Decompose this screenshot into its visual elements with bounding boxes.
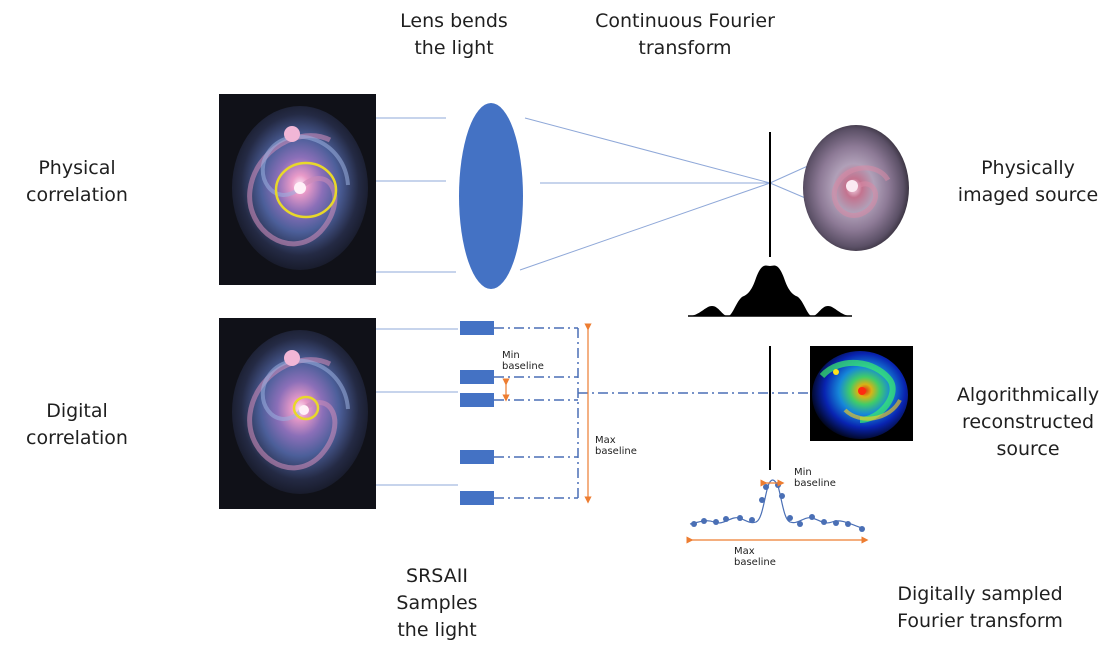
label-physically-imaged: Physically imaged source [944,155,1112,209]
label-srsaii-line3: the light [397,619,477,641]
annotation-max-baseline-left-line1: Max [595,435,616,446]
label-digital-ft-line2: Fourier transform [897,610,1063,632]
annotation-min-baseline-left: Min baseline [502,350,544,372]
lens-shape [459,103,523,289]
light-rays [376,117,811,273]
label-continuous-ft-line2: transform [638,37,732,59]
annotation-max-baseline-right: Max baseline [734,546,776,568]
annotation-max-baseline-right-line1: Max [734,546,755,557]
label-digital-ft: Digitally sampled Fourier transform [870,581,1090,635]
annotation-min-baseline-right: Min baseline [794,467,836,489]
label-digital-ft-line1: Digitally sampled [897,583,1063,605]
label-digital-correlation-line2: correlation [26,427,128,449]
annotation-max-baseline-left-line2: baseline [595,446,637,457]
label-algorithmic-line2: reconstructed [961,411,1095,433]
label-continuous-ft-line1: Continuous Fourier [595,10,775,32]
annotation-min-baseline-right-line2: baseline [794,478,836,489]
annotation-max-baseline-right-line2: baseline [734,557,776,568]
label-digital-correlation: Digital correlation [12,398,142,452]
sensor-2 [460,370,494,384]
annotation-min-baseline-left-line2: baseline [502,361,544,372]
correlation-ring-large [274,161,338,219]
digital-sample-points [691,482,865,532]
label-srsaii-line2: Samples [396,592,478,614]
sensor-5 [460,491,494,505]
label-lens-bends: Lens bends the light [384,8,524,62]
correlation-ring-small [292,395,320,421]
label-srsaii: SRSAII Samples the light [382,563,492,644]
sensor-4 [460,450,494,464]
sensor-1 [460,321,494,335]
continuous-fourier-profile [688,265,852,316]
sensor-3 [460,393,494,407]
label-physical-correlation: Physical correlation [12,155,142,209]
label-physically-imaged-line1: Physically [981,157,1075,179]
label-digital-correlation-line1: Digital [46,400,108,422]
annotation-min-baseline-left-line1: Min [502,350,520,361]
annotation-max-baseline-left: Max baseline [595,435,637,457]
galaxy-image-physical [219,94,376,285]
label-srsaii-line1: SRSAII [406,565,468,587]
galaxy-image-digital [219,318,376,509]
label-physical-correlation-line1: Physical [38,157,116,179]
label-physically-imaged-line2: imaged source [957,184,1099,206]
label-algorithmic: Algorithmically reconstructed source [942,382,1114,463]
label-continuous-ft: Continuous Fourier transform [575,8,795,62]
sensor-rays [376,328,458,486]
reconstructed-source-image [810,346,913,441]
label-physical-correlation-line2: correlation [26,184,128,206]
sensor-array [460,321,494,505]
label-algorithmic-line3: source [996,438,1060,460]
label-lens-bends-line2: the light [414,37,494,59]
label-lens-bends-line1: Lens bends [400,10,508,32]
label-algorithmic-line1: Algorithmically [956,384,1100,406]
annotation-min-baseline-right-line1: Min [794,467,812,478]
